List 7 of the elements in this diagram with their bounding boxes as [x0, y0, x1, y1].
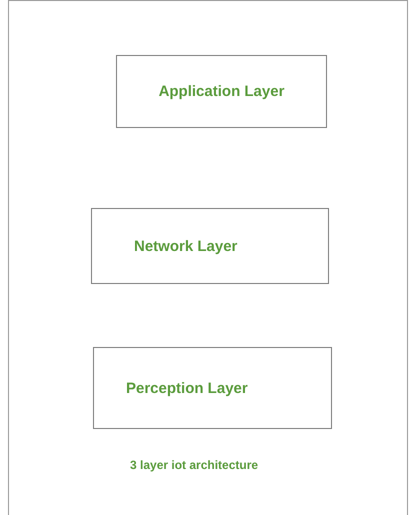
layer-box: [93, 347, 332, 429]
layer-label: Application Layer: [158, 83, 284, 100]
layer-box: [116, 55, 327, 128]
caption: 3 layer iot architecture: [130, 458, 258, 472]
layer-label: Perception Layer: [126, 380, 248, 396]
layer-box: [91, 208, 329, 284]
layer-label: Network Layer: [134, 238, 238, 254]
